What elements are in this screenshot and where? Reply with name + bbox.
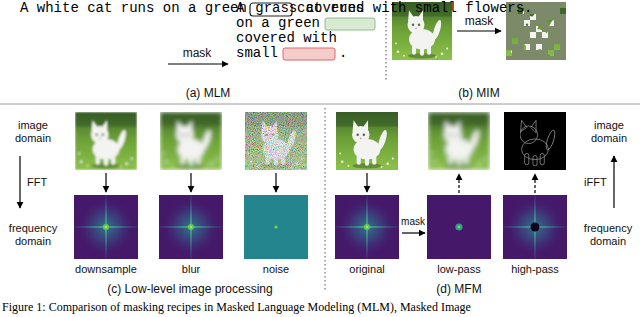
panel-label: (b) MIM (458, 86, 499, 100)
noise-overlay (245, 112, 307, 170)
removed-center (531, 223, 540, 232)
source-sentence: A white cat runs on a green grass covere… (20, 1, 162, 16)
method-label: high-pass (511, 263, 559, 276)
transform-arrow (366, 173, 367, 192)
cat-image (392, 2, 452, 60)
inverse-arrow (458, 174, 459, 193)
transform-arrow (275, 173, 276, 192)
spectrum (503, 195, 567, 259)
downsampled-image (75, 112, 137, 170)
domain-label: frequency domain (579, 222, 637, 248)
noise-spectrum (244, 195, 308, 259)
original-image (336, 112, 398, 170)
panel-label: (d) MFM (436, 282, 481, 296)
transform-label: iFFT (584, 176, 607, 189)
method-label: original (349, 263, 384, 276)
ifft-arrow (613, 156, 614, 208)
spectrum (159, 195, 223, 259)
spectrum-center (458, 226, 461, 229)
panel-label: (a) MLM (186, 86, 231, 100)
arrow-label: mask (465, 14, 494, 28)
mask-token (250, 3, 292, 16)
inverse-arrow (534, 174, 535, 193)
mask-arrow (457, 30, 501, 31)
spectrum (335, 195, 399, 259)
sentence-fragment: on a green (236, 16, 320, 31)
masked-image (506, 2, 566, 60)
fft-arrow (19, 156, 20, 208)
low-pass-spectrum (427, 195, 491, 259)
transform-arrow (105, 173, 106, 192)
image-ground (504, 112, 566, 170)
high-pass-spectrum (503, 195, 567, 259)
blurred-image (160, 112, 222, 170)
low-pass-image (428, 112, 490, 170)
divider (386, 2, 387, 80)
mask-token (325, 18, 375, 30)
masked-ground (506, 2, 566, 60)
spectrum-ground (427, 195, 491, 259)
domain-label: frequency domain (1, 222, 65, 248)
sentence-fragment: cat runs (297, 1, 364, 16)
sentence-fragment: A (236, 1, 244, 16)
noisy-image (245, 112, 307, 170)
mask-arrow (168, 63, 228, 64)
edge-lines (520, 120, 557, 166)
arrow-label: mask (401, 216, 425, 228)
divider (325, 108, 326, 292)
figure-caption: Figure 1: Comparison of masking recipes … (2, 299, 471, 315)
sentence-fragment: small (236, 46, 278, 61)
spectrum-center (274, 225, 277, 228)
visible-patches (506, 2, 566, 60)
sentence-fragment: covered with (236, 31, 337, 46)
high-pass-image (504, 112, 566, 170)
spectrum-ground (244, 195, 308, 259)
method-label: noise (263, 263, 289, 276)
method-label: blur (182, 263, 200, 276)
cat-image (245, 112, 307, 170)
panel-label: (c) Low-level image processing (107, 282, 272, 296)
edge-map (520, 120, 557, 166)
method-label: low-pass (437, 263, 480, 276)
transform-arrow (190, 173, 191, 192)
spectrum-center (455, 223, 462, 230)
mask-arrow (402, 232, 425, 233)
arrow-label: mask (183, 46, 212, 60)
method-label: downsample (75, 263, 137, 276)
separator (0, 104, 640, 105)
transform-label: FFT (27, 176, 47, 189)
mask-token (283, 48, 335, 60)
domain-label: image domain (581, 119, 637, 145)
domain-label: image domain (2, 119, 64, 145)
sentence-fragment: . (339, 46, 347, 61)
spectrum (74, 195, 138, 259)
